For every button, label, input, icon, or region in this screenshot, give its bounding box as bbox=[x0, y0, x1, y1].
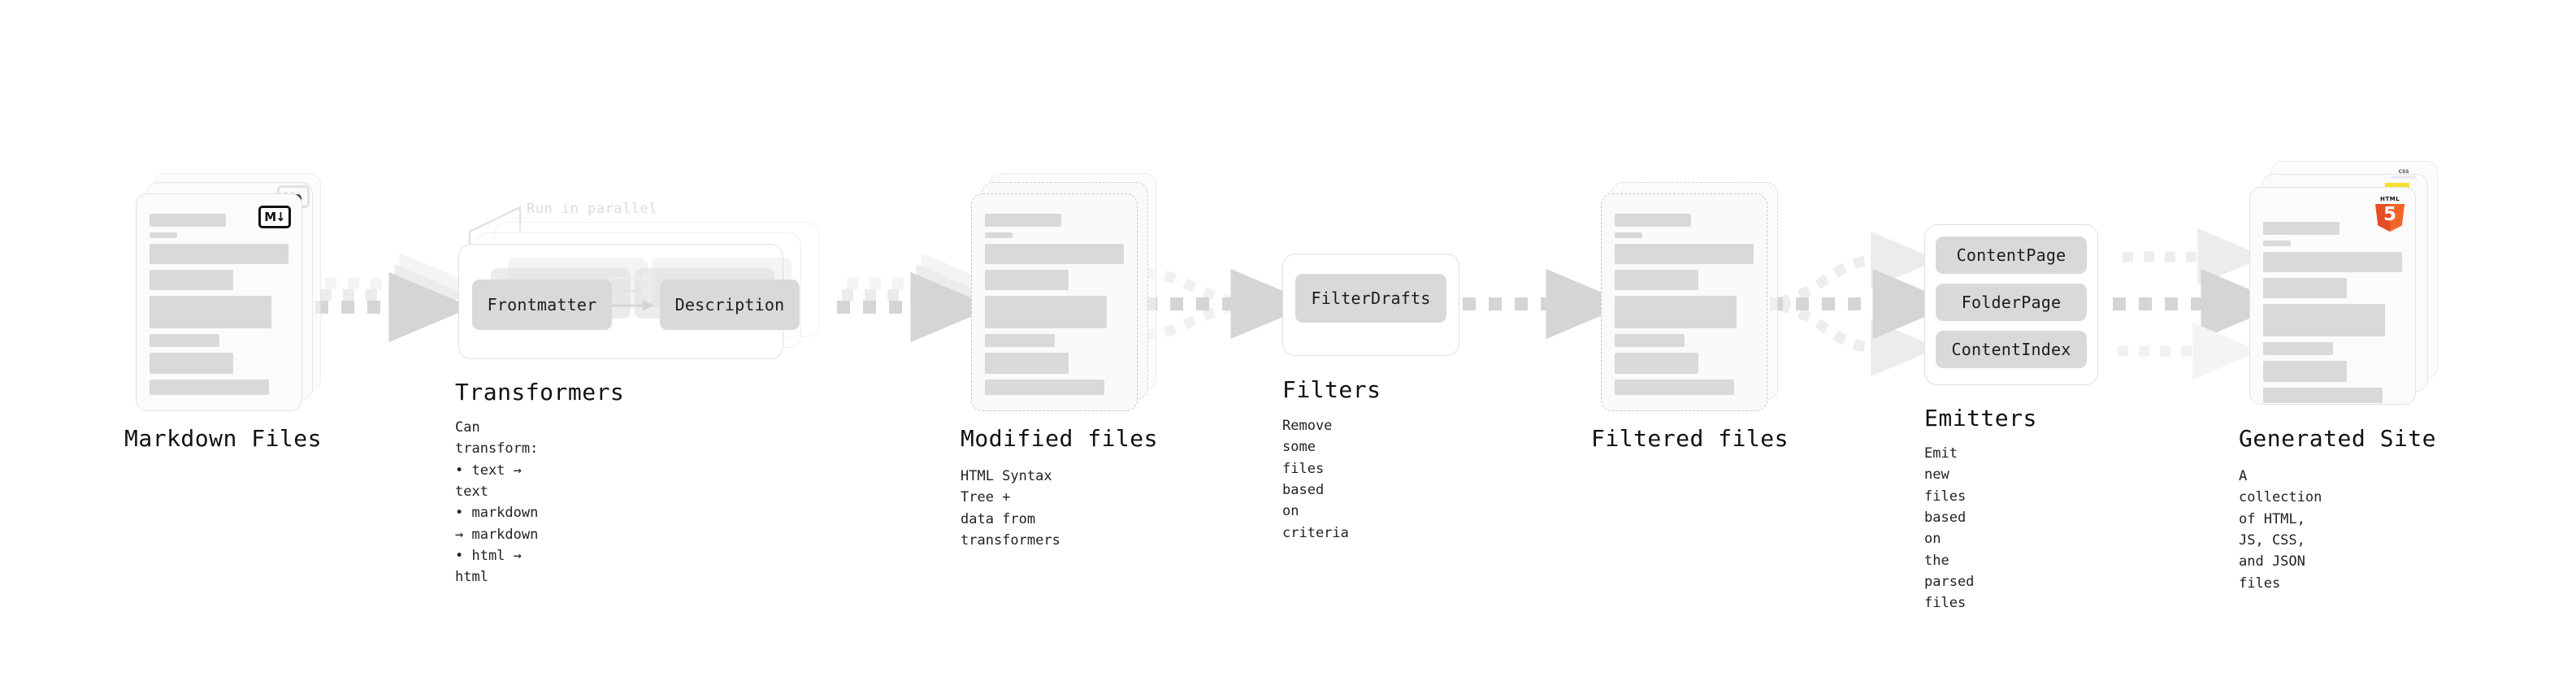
html5-icon: HTML 5 bbox=[2374, 196, 2405, 232]
emitter-chip-contentpage[interactable]: ContentPage bbox=[1936, 236, 2087, 274]
filter-chip-filterdrafts[interactable]: FilterDrafts bbox=[1295, 274, 1446, 323]
connector-filtered-to-emitters bbox=[1770, 231, 1956, 377]
stage-title-filters: Filters bbox=[1282, 376, 1381, 403]
document-card-front bbox=[971, 193, 1138, 411]
document-card-front: M↓ bbox=[136, 193, 302, 411]
stage-title-transformers: Transformers bbox=[455, 379, 625, 406]
document-skeleton bbox=[985, 214, 1124, 395]
document-card-front bbox=[1601, 193, 1767, 411]
stage-desc-filters: Remove some files based on criteria bbox=[1282, 418, 1349, 541]
connector-transformers-to-modified bbox=[837, 253, 995, 343]
stage-title-markdown-files: Markdown Files bbox=[124, 425, 323, 452]
markdown-icon: M↓ bbox=[258, 206, 291, 228]
emitter-chip-folderpage[interactable]: FolderPage bbox=[1936, 284, 2087, 321]
connector-markdown-to-transformers bbox=[315, 253, 473, 343]
stage-desc-emitters: Emit new files based on the parsed files bbox=[1924, 445, 1975, 612]
transformer-chip-description[interactable]: Description bbox=[660, 280, 800, 330]
connector-emitters-to-site bbox=[2113, 228, 2284, 380]
emitter-chip-contentindex[interactable]: ContentIndex bbox=[1936, 331, 2087, 368]
stage-desc-transformers: Can transform: • text → text • markdown … bbox=[455, 419, 539, 586]
document-skeleton bbox=[150, 214, 288, 395]
stage-title-emitters: Emitters bbox=[1924, 405, 2037, 432]
transformer-chip-frontmatter[interactable]: Frontmatter bbox=[472, 280, 612, 330]
stage-desc-modified-files: HTML Syntax Tree + data from transformer… bbox=[961, 468, 1060, 549]
stage-desc-generated-site: A collection of HTML, JS, CSS, and JSON … bbox=[2239, 468, 2322, 592]
stage-title-generated-site: Generated Site bbox=[2239, 425, 2437, 452]
run-in-parallel-label: Run in parallel bbox=[527, 201, 658, 217]
connector-modified-to-filters bbox=[1143, 267, 1314, 340]
document-skeleton bbox=[1615, 214, 1754, 395]
stage-title-modified-files: Modified files bbox=[961, 425, 1159, 452]
stage-title-filtered-files: Filtered files bbox=[1591, 425, 1789, 452]
document-card-front: HTML 5 bbox=[2249, 187, 2416, 405]
document-skeleton bbox=[2263, 222, 2402, 403]
